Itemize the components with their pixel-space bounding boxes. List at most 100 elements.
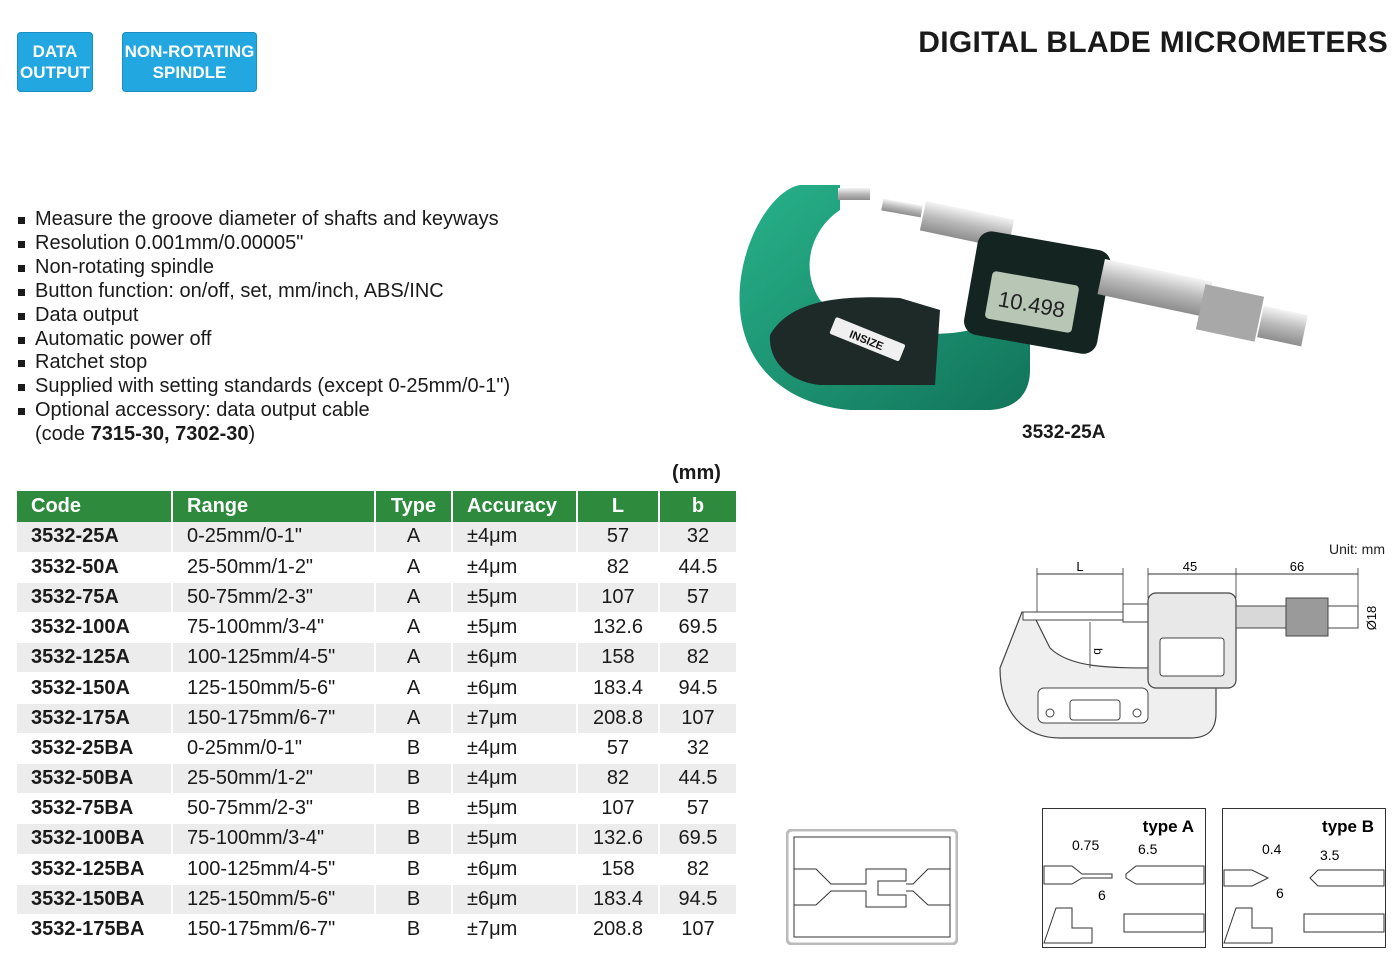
cell-accuracy: ±6μm — [452, 884, 578, 915]
cell-type: B — [375, 733, 453, 765]
cell-b: 107 — [659, 914, 736, 946]
blade-profile-right — [906, 868, 950, 906]
type-b-dim2: 3.5 — [1320, 847, 1340, 863]
micrometer-photo: INSIZE 10.498 — [739, 185, 1308, 410]
cell-b: 82 — [659, 854, 736, 885]
diagram-thimble — [1285, 597, 1329, 637]
cell-type: A — [375, 642, 453, 674]
cell-range: 50-75mm/2-3" — [172, 582, 376, 614]
accessory-code-note: (code 7315-30, 7302-30) — [18, 423, 618, 447]
cell-accuracy: ±4μm — [452, 552, 578, 583]
note-prefix: (code — [35, 423, 91, 446]
cell-type: A — [375, 552, 453, 583]
feature-item: Supplied with setting standards (except … — [18, 375, 618, 399]
cell-accuracy: ±6μm — [452, 854, 578, 885]
blade-view-diagram — [786, 829, 958, 945]
cell-range: 0-25mm/0-1" — [172, 733, 376, 765]
ratchet-stop — [1257, 305, 1308, 347]
cell-code: 3532-175A — [17, 703, 173, 734]
cell-accuracy: ±7μm — [452, 703, 578, 734]
type-b-dim1: 0.4 — [1262, 841, 1282, 857]
col-header-type: Type — [375, 491, 453, 522]
cell-range: 75-100mm/3-4" — [172, 612, 376, 644]
type-a-dim2: 6.5 — [1138, 841, 1158, 857]
cell-range: 25-50mm/1-2" — [172, 552, 376, 583]
cell-l: 107 — [577, 793, 660, 825]
cell-accuracy: ±5μm — [452, 612, 578, 644]
cell-type: A — [375, 582, 453, 614]
cell-code: 3532-75BA — [17, 793, 173, 825]
cell-l: 82 — [577, 763, 660, 795]
cell-range: 125-150mm/5-6" — [172, 672, 376, 704]
feature-item: Measure the groove diameter of shafts an… — [18, 208, 618, 232]
cell-type: A — [375, 612, 453, 644]
lcd-display — [985, 271, 1079, 333]
note-suffix: ) — [248, 423, 256, 446]
sleeve — [1097, 258, 1213, 318]
cell-b: 107 — [659, 703, 736, 734]
type-a-diagram: type A 0.75 6.5 6 — [1042, 808, 1206, 948]
diagram-spindle — [1122, 603, 1149, 623]
col-header-b: b — [659, 491, 736, 522]
spindle-blade — [881, 198, 923, 218]
cell-type: B — [375, 823, 453, 855]
cell-range: 0-25mm/0-1" — [172, 522, 376, 553]
diagram-lcd — [1159, 637, 1225, 677]
unit-label: Unit: mm — [1329, 541, 1385, 557]
cell-range: 150-175mm/6-7" — [172, 703, 376, 734]
cell-l: 132.6 — [577, 823, 660, 855]
feature-item: Optional accessory: data output cable — [18, 399, 618, 423]
type-a-section-left — [1043, 907, 1093, 944]
cell-l: 183.4 — [577, 884, 660, 915]
type-b-diagram: type B 0.4 3.5 6 — [1222, 808, 1386, 948]
cell-b: 94.5 — [659, 672, 736, 704]
cell-l: 57 — [577, 733, 660, 765]
badge-line: SPINDLE — [152, 63, 227, 82]
non-rotating-spindle-badge: NON-ROTATING SPINDLE — [122, 32, 257, 92]
type-a-dim1: 0.75 — [1072, 837, 1099, 853]
table-header-row: Code Range Type Accuracy L b — [17, 491, 736, 522]
type-b-label: type B — [1322, 817, 1374, 836]
type-a-label: type A — [1143, 817, 1194, 836]
type-a-section-right — [1123, 913, 1205, 933]
cell-range: 125-150mm/5-6" — [172, 884, 376, 915]
col-header-code: Code — [17, 491, 173, 522]
screw-icon — [1045, 708, 1055, 718]
feature-item: Button function: on/off, set, mm/inch, A… — [18, 280, 618, 304]
col-header-l: L — [577, 491, 660, 522]
type-a-blade-left — [1043, 865, 1113, 885]
cell-b: 32 — [659, 733, 736, 765]
cell-type: B — [375, 914, 453, 946]
type-b-dim3: 6 — [1276, 885, 1284, 901]
badge-line: DATA — [32, 42, 78, 61]
cell-range: 100-125mm/4-5" — [172, 854, 376, 885]
dim-b-text: b — [1091, 648, 1105, 655]
cell-type: A — [375, 703, 453, 734]
cell-l: 82 — [577, 552, 660, 583]
cell-accuracy: ±5μm — [452, 793, 578, 825]
type-a-dim3: 6 — [1098, 887, 1106, 903]
cell-range: 100-125mm/4-5" — [172, 642, 376, 674]
thimble — [1195, 284, 1265, 342]
feature-list: Measure the groove diameter of shafts an… — [18, 208, 618, 447]
type-b-blade-right — [1309, 869, 1385, 887]
badge-line: OUTPUT — [20, 63, 90, 82]
type-b-section-left — [1223, 907, 1273, 944]
cell-b: 57 — [659, 582, 736, 614]
cell-l: 158 — [577, 642, 660, 674]
diagram-sleeve — [1235, 605, 1287, 629]
cell-b: 44.5 — [659, 763, 736, 795]
cell-type: A — [375, 522, 453, 553]
cell-accuracy: ±4μm — [452, 763, 578, 795]
diagram-ratchet — [1327, 605, 1359, 629]
feature-item: Automatic power off — [18, 328, 618, 352]
